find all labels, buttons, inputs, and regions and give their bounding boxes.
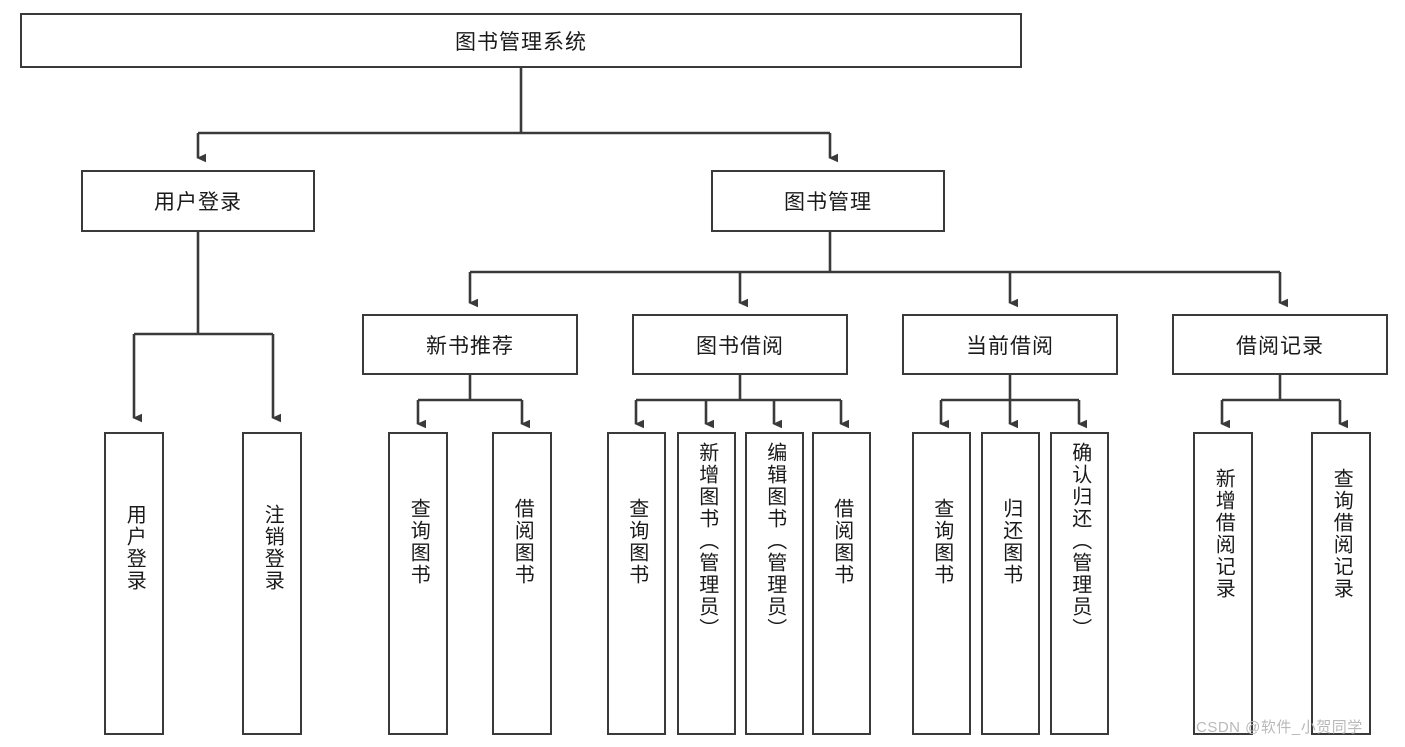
node-book-borrow-label: 图书借阅 bbox=[696, 334, 784, 358]
node-leaf-label: 查询借阅记录 bbox=[1330, 468, 1353, 600]
node-book-management[interactable]: 图书管理 bbox=[711, 170, 945, 232]
node-leaf-label: 确认归还（管理员） bbox=[1068, 442, 1091, 640]
node-leaf-book-borrow-0[interactable]: 查询图书 bbox=[607, 432, 666, 735]
node-new-book-recommend[interactable]: 新书推荐 bbox=[362, 314, 578, 375]
node-leaf-borrow-record-0[interactable]: 新增借阅记录 bbox=[1193, 432, 1253, 735]
node-leaf-label: 编辑图书（管理员） bbox=[763, 442, 786, 640]
node-leaf-user-login-1[interactable]: 注销登录 bbox=[242, 432, 302, 735]
node-leaf-label: 查询图书 bbox=[407, 498, 430, 586]
node-root[interactable]: 图书管理系统 bbox=[20, 13, 1022, 68]
node-user-login-label: 用户登录 bbox=[154, 191, 242, 214]
node-leaf-label: 用户登录 bbox=[123, 504, 146, 592]
node-borrow-record-label: 借阅记录 bbox=[1236, 334, 1324, 358]
node-leaf-label: 借阅图书 bbox=[830, 498, 853, 586]
node-book-management-label: 图书管理 bbox=[784, 191, 872, 214]
node-user-login[interactable]: 用户登录 bbox=[81, 170, 315, 232]
node-leaf-borrow-record-1[interactable]: 查询借阅记录 bbox=[1311, 432, 1371, 735]
node-leaf-new-book-1[interactable]: 借阅图书 bbox=[492, 432, 552, 735]
node-leaf-label: 借阅图书 bbox=[511, 498, 534, 586]
node-current-borrow[interactable]: 当前借阅 bbox=[902, 314, 1118, 375]
node-leaf-label: 查询图书 bbox=[625, 498, 648, 586]
node-new-book-recommend-label: 新书推荐 bbox=[426, 334, 514, 358]
watermark: CSDN @软件_小贺同学 bbox=[1196, 719, 1363, 736]
node-leaf-book-borrow-2[interactable]: 编辑图书（管理员） bbox=[745, 432, 804, 735]
node-leaf-new-book-0[interactable]: 查询图书 bbox=[388, 432, 448, 735]
node-leaf-label: 注销登录 bbox=[261, 504, 284, 592]
node-leaf-book-borrow-1[interactable]: 新增图书（管理员） bbox=[677, 432, 736, 735]
node-borrow-record[interactable]: 借阅记录 bbox=[1172, 314, 1388, 375]
node-leaf-label: 查询图书 bbox=[930, 498, 953, 586]
node-current-borrow-label: 当前借阅 bbox=[966, 334, 1054, 358]
node-leaf-book-borrow-3[interactable]: 借阅图书 bbox=[812, 432, 871, 735]
node-leaf-user-login-0[interactable]: 用户登录 bbox=[104, 432, 164, 735]
node-leaf-label: 新增图书（管理员） bbox=[695, 442, 718, 640]
node-leaf-label: 归还图书 bbox=[999, 498, 1022, 586]
node-leaf-label: 新增借阅记录 bbox=[1212, 468, 1235, 600]
node-leaf-current-borrow-1[interactable]: 归还图书 bbox=[981, 432, 1040, 735]
node-book-borrow[interactable]: 图书借阅 bbox=[632, 314, 848, 375]
node-leaf-current-borrow-0[interactable]: 查询图书 bbox=[912, 432, 971, 735]
node-leaf-current-borrow-2[interactable]: 确认归还（管理员） bbox=[1050, 432, 1109, 735]
node-root-label: 图书管理系统 bbox=[455, 30, 587, 54]
